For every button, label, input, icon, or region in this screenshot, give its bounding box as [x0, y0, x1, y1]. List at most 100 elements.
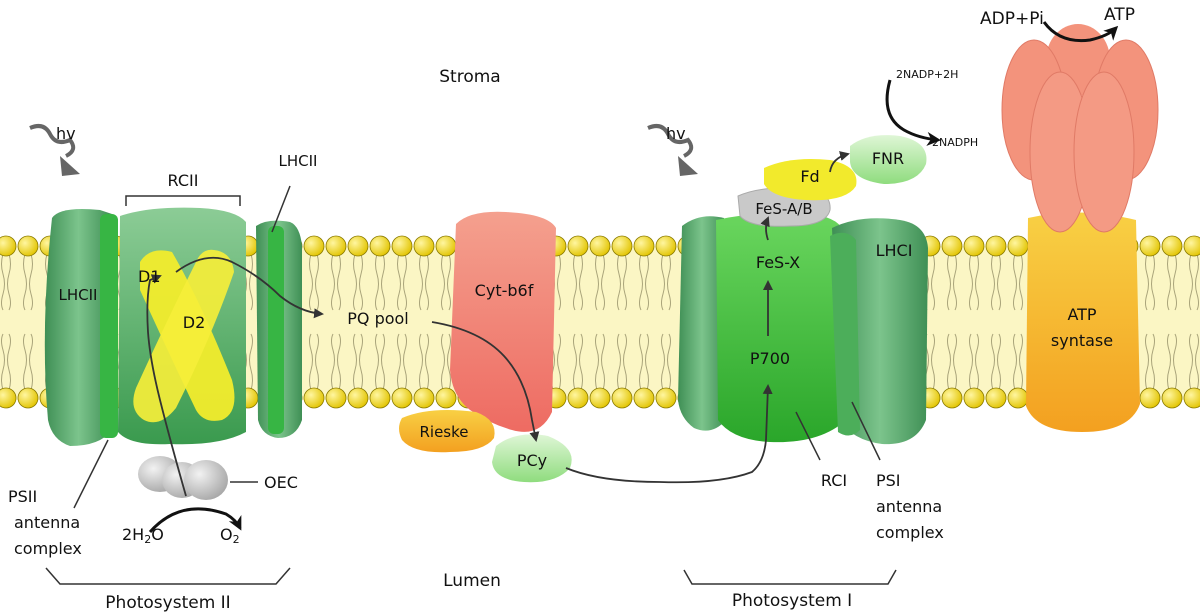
adp-to-atp-arrow	[1042, 21, 1119, 43]
photosystem-ii	[44, 207, 302, 500]
atp-synthase-label-2: syntase	[1051, 331, 1113, 350]
lipid-tail	[661, 333, 665, 391]
lipid-tail	[315, 253, 319, 311]
lipid-tail	[579, 333, 583, 391]
oxygen-label: O2	[220, 525, 240, 546]
lipid-head	[941, 387, 963, 409]
d1-to-pq-path	[175, 256, 324, 319]
lipid-tail	[1189, 333, 1193, 391]
lipid-tail	[1013, 253, 1017, 311]
pcy-protein	[492, 434, 572, 483]
lipid-tail	[947, 333, 951, 391]
nadph-label: 2NADPH	[932, 136, 978, 149]
light-wave-right	[647, 124, 698, 176]
lipid-tail	[23, 333, 27, 391]
lipid-head	[985, 235, 1007, 257]
lipid-tail	[337, 253, 341, 311]
lipid-tail	[447, 333, 451, 391]
lipid-head	[941, 235, 963, 257]
lipid-tail	[997, 253, 1001, 311]
lipid-tail	[425, 333, 429, 391]
lipid-tail	[315, 333, 319, 391]
lipid-tail	[353, 333, 357, 391]
water-split-arrow	[148, 507, 242, 533]
psi-antenna-label-2: antenna	[876, 497, 942, 516]
lipid-tail	[23, 253, 27, 311]
photosystem-i-label: Photosystem I	[732, 591, 852, 611]
lipid-head	[17, 387, 39, 409]
lipid-tail	[601, 333, 605, 391]
fes-ab-label: FeS-A/B	[755, 200, 812, 218]
lipid-head	[589, 387, 611, 409]
lipid-head	[369, 235, 391, 257]
lipid-head	[413, 387, 435, 409]
fes-x-label: FeS-X	[756, 253, 800, 272]
psi-bracket	[683, 569, 897, 585]
cyt-b6f-label: Cyt-b6f	[475, 281, 534, 300]
lipid-head	[347, 387, 369, 409]
atp-label: ATP	[1104, 5, 1135, 25]
lipid-tail	[617, 333, 621, 391]
p700-label: P700	[750, 349, 790, 368]
lhcii-left-band	[100, 214, 118, 438]
lipid-head	[1161, 387, 1183, 409]
lipid-head	[1183, 235, 1200, 257]
stroma-label: Stroma	[439, 67, 500, 87]
psi-antenna-label-3: complex	[876, 523, 944, 542]
lipid-tail	[1, 333, 5, 391]
lipid-tail	[1, 253, 5, 311]
lipid-tail	[441, 253, 445, 311]
lipid-head	[17, 235, 39, 257]
lipid-tail	[595, 253, 599, 311]
lipid-head	[655, 387, 677, 409]
lipid-tail	[419, 333, 423, 391]
photosystem-ii-label: Photosystem II	[105, 593, 230, 613]
lipid-tail	[1167, 333, 1171, 391]
hv-right-label: hv	[666, 124, 686, 143]
lipid-tail	[601, 253, 605, 311]
lipid-tail	[397, 253, 401, 311]
light-arrow-icon	[678, 156, 698, 176]
lhcii-right-band	[268, 226, 284, 434]
pcy-label: PCy	[517, 451, 547, 470]
lipid-tail	[1189, 253, 1193, 311]
lipid-tail	[29, 333, 33, 391]
lipid-tail	[667, 253, 671, 311]
lipid-tail	[975, 253, 979, 311]
lhcii-left-label: LHCII	[59, 286, 98, 304]
lipid-tail	[309, 333, 313, 391]
lipid-head	[325, 235, 347, 257]
lipid-head	[391, 235, 413, 257]
lipid-tail	[931, 253, 935, 311]
lipid-tail	[353, 253, 357, 311]
lipid-tail	[573, 253, 577, 311]
lipid-tail	[29, 253, 33, 311]
lipid-tail	[661, 253, 665, 311]
lipid-tail	[617, 253, 621, 311]
lipid-head	[963, 235, 985, 257]
lipid-head	[391, 387, 413, 409]
lipid-tail	[1019, 333, 1023, 391]
lipid-tail	[441, 333, 445, 391]
psii-bracket	[45, 567, 291, 585]
lipid-tail	[337, 333, 341, 391]
oec-ball	[184, 460, 228, 500]
lipid-head	[413, 235, 435, 257]
lipid-tail	[1145, 253, 1149, 311]
atp-head-subunit	[1073, 71, 1135, 233]
lipid-head	[303, 235, 325, 257]
electron-transport-path	[146, 151, 850, 497]
lipid-tail	[1013, 333, 1017, 391]
nadp-reduction-arrow	[885, 79, 941, 146]
lipid-tail	[331, 253, 335, 311]
lipid-tail	[579, 253, 583, 311]
light-wave-icon	[647, 124, 694, 158]
lipid-tail	[331, 333, 335, 391]
psii-antenna-label-1: PSII	[8, 487, 37, 506]
lipid-head	[369, 387, 391, 409]
fnr-protein	[850, 135, 927, 184]
lipid-tail	[573, 333, 577, 391]
rci-label: RCI	[821, 471, 847, 490]
lipid-tail	[623, 333, 627, 391]
lipid-head	[435, 235, 457, 257]
